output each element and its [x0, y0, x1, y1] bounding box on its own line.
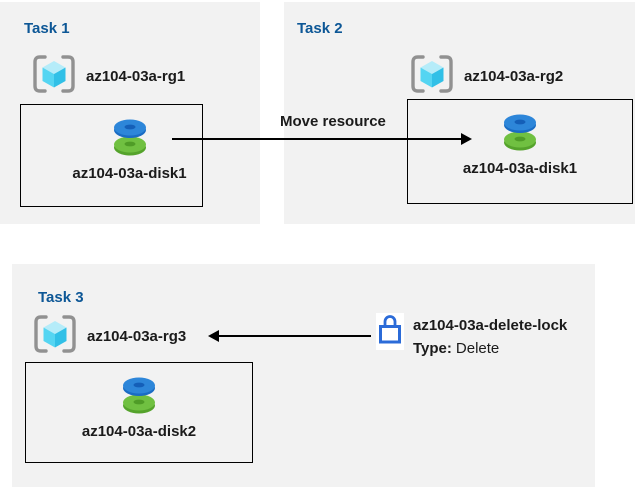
task2-resource-box: az104-03a-disk1: [407, 99, 633, 204]
task1-resource-box: az104-03a-disk1: [20, 104, 203, 207]
task2-title: Task 2: [297, 20, 343, 38]
resource-group-icon: [33, 314, 77, 359]
task3-resource-box: az104-03a-disk2: [25, 362, 253, 463]
resource-label: az104-03a-disk2: [81, 423, 197, 440]
lock-box: [376, 313, 404, 350]
lock-arrow-line: [219, 335, 371, 337]
lock-arrow-head: [208, 330, 219, 342]
lock-type-key: Type:: [413, 340, 452, 357]
task1-panel: Task 1 az104-03a-rg1: [0, 2, 260, 224]
managed-disk-icon: [116, 374, 162, 416]
resource-group-icon: [32, 54, 76, 99]
task3-resource-group: az104-03a-rg3: [33, 314, 186, 359]
task3-panel: Task 3 az104-03a-rg3: [12, 264, 595, 487]
managed-disk-icon: [497, 111, 543, 153]
resource-label: az104-03a-disk1: [462, 160, 578, 177]
managed-disk-icon: [107, 116, 153, 158]
task3-title: Task 3: [38, 289, 84, 307]
move-arrow-line: [172, 138, 461, 140]
resource-group-label: az104-03a-rg1: [86, 68, 186, 85]
resource-label: az104-03a-disk1: [72, 165, 187, 182]
resource-group-label: az104-03a-rg3: [87, 328, 187, 345]
lock-icon: [376, 311, 404, 352]
task2-panel: Task 2 az104-03a-rg2: [284, 2, 635, 224]
task2-resource-group: az104-03a-rg2: [410, 54, 563, 99]
resource-group-label: az104-03a-rg2: [464, 68, 564, 85]
move-arrow-head: [461, 133, 472, 145]
lock-type-label: Type:Delete: [413, 340, 499, 357]
task1-resource-group: az104-03a-rg1: [32, 54, 185, 99]
task1-title: Task 1: [24, 20, 70, 38]
lock-name-label: az104-03a-delete-lock: [413, 317, 568, 334]
lock-type-value: Delete: [455, 340, 500, 357]
move-arrow-label: Move resource: [280, 113, 386, 130]
resource-group-icon: [410, 54, 454, 99]
